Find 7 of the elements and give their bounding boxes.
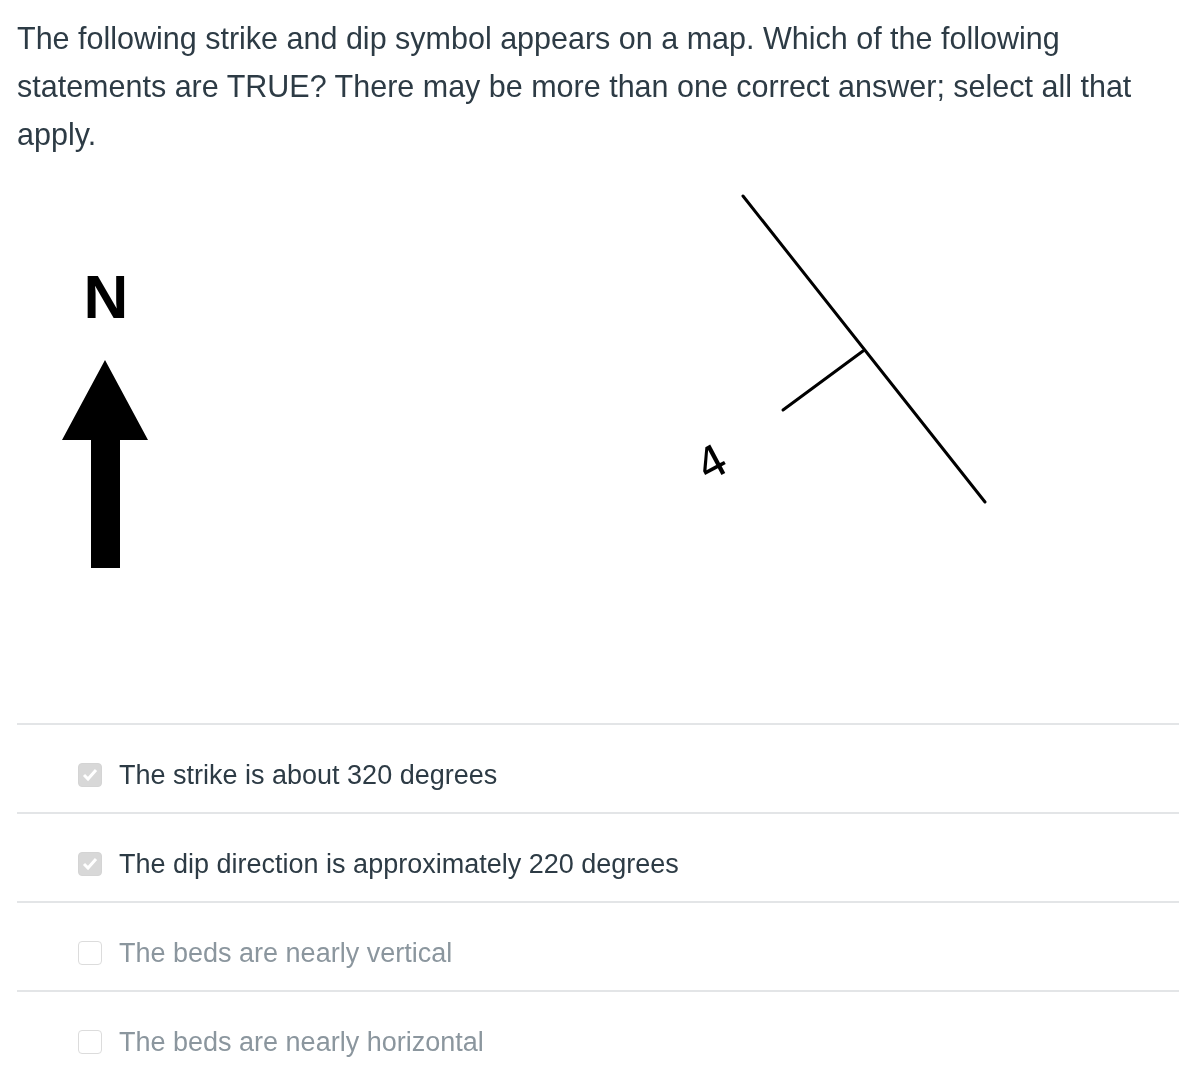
option-text: The beds are nearly horizontal [119, 1026, 484, 1058]
question-text: The following strike and dip symbol appears on a map. Which of the following statements are TRUE? There may be more than one correct answer; select all that apply. [17, 20, 1133, 154]
option-text: The beds are nearly vertical [119, 937, 453, 969]
option-text: The dip direction is approximately 220 degrees [119, 848, 679, 880]
dip-angle-label: 4 [688, 436, 736, 490]
north-label: N [82, 262, 130, 332]
option-text: The strike is about 320 degrees [119, 759, 498, 791]
